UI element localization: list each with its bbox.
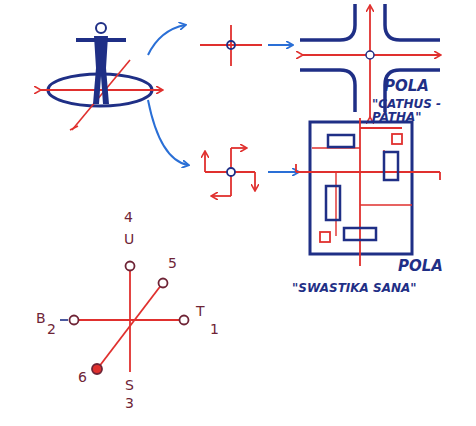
callout-number: 5 [168, 256, 177, 271]
direction-compass [60, 262, 189, 375]
flow-arrow [268, 171, 298, 173]
pattern-name: "CATHUS - PATHA" [372, 98, 462, 124]
pinwheel-cross [205, 148, 255, 196]
callout-number: 3 [125, 396, 134, 411]
callout-number: 6 [78, 370, 87, 385]
flow-arrow [148, 100, 188, 165]
callout-number: 4 [124, 210, 133, 225]
axis-cross [200, 25, 262, 66]
direction-letter: U [124, 232, 134, 247]
pattern-title: POLA [398, 258, 443, 275]
direction-letter: T [196, 304, 205, 319]
callout-number: 2 [47, 322, 56, 337]
flow-arrow [148, 25, 185, 55]
pattern-name: "SWASTIKA SANA" [292, 282, 417, 295]
human-figure [40, 23, 162, 130]
direction-letter: S [125, 378, 134, 393]
callout-number: 1 [210, 322, 219, 337]
settlement-plan [296, 118, 440, 266]
flow-arrow [268, 44, 292, 46]
direction-letter: B [36, 311, 46, 326]
pattern-title: POLA [384, 78, 429, 95]
